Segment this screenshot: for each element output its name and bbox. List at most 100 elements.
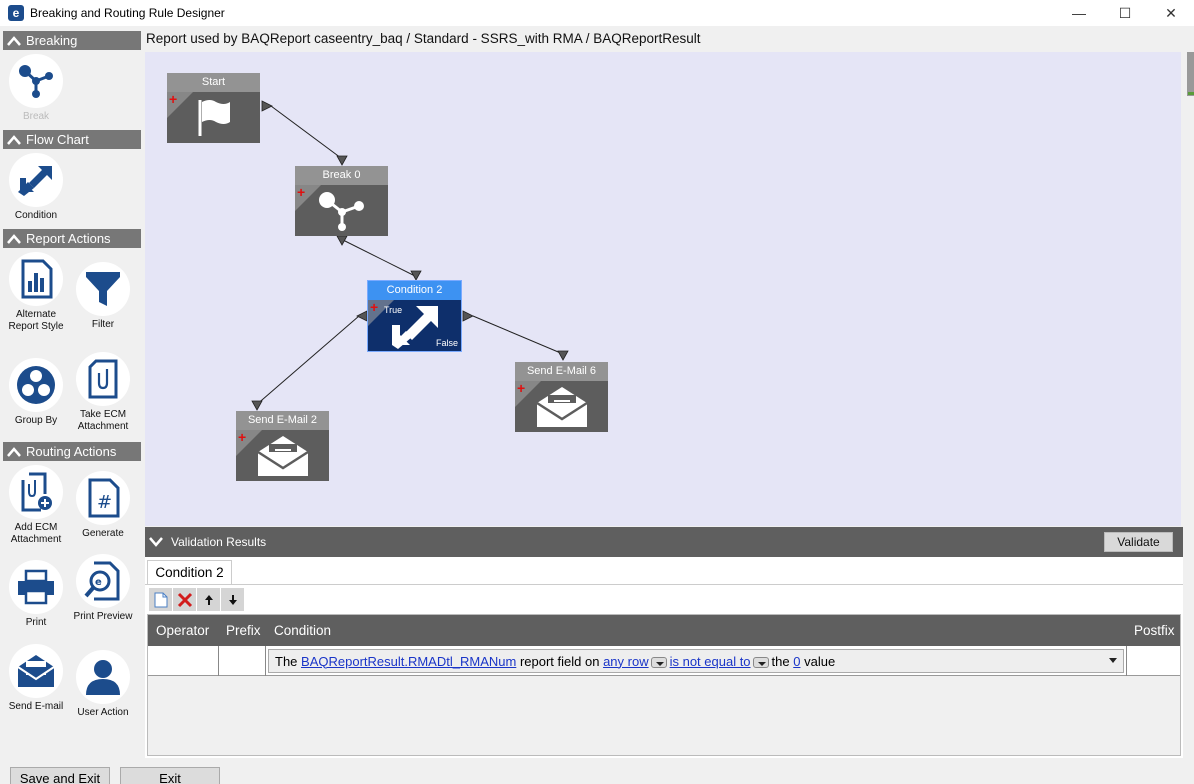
validate-button[interactable]: Validate xyxy=(1104,532,1173,552)
chevron-down-icon[interactable] xyxy=(1109,658,1117,663)
canvas-scroll-thumb[interactable] xyxy=(1187,52,1194,96)
condition-icon xyxy=(391,305,438,349)
toolbox-panel: Breaking Break Flow Chart Condition Repo… xyxy=(0,28,144,758)
envelope-icon xyxy=(17,655,55,687)
condition-grid: Operator Prefix Condition Postfix The BA… xyxy=(147,614,1181,756)
generate-hash-icon: # xyxy=(88,478,120,518)
maximize-button[interactable]: ☐ xyxy=(1118,4,1132,21)
true-branch-label: True xyxy=(384,305,403,315)
minimize-button[interactable]: — xyxy=(1072,5,1086,21)
node-send-email-6[interactable]: Send E-Mail 6 + xyxy=(515,362,608,432)
window-title: Breaking and Routing Rule Designer xyxy=(30,6,225,20)
tool-filter-label: Filter xyxy=(91,319,115,330)
tool-print-preview-label: Print Preview xyxy=(73,611,133,622)
add-icon[interactable]: + xyxy=(517,380,526,396)
validation-results-title: Validation Results xyxy=(171,535,267,549)
tool-condition-label: Condition xyxy=(14,210,58,221)
title-bar: e Breaking and Routing Rule Designer — ☐… xyxy=(0,0,1194,26)
tool-alternate-report-style[interactable]: Alternate Report Style xyxy=(3,252,69,333)
break-icon xyxy=(318,191,364,231)
value-link[interactable]: 0 xyxy=(793,653,801,669)
chevron-up-icon xyxy=(6,31,22,50)
save-and-exit-button[interactable]: Save and Exit xyxy=(10,767,110,784)
report-header: Report used by BAQReport caseentry_baq /… xyxy=(146,31,701,46)
move-up-button[interactable] xyxy=(197,588,220,611)
filter-icon xyxy=(86,272,120,306)
tool-group-by[interactable]: Group By xyxy=(3,358,69,427)
print-preview-icon: e xyxy=(84,561,120,601)
tool-print-preview[interactable]: e Print Preview xyxy=(70,554,136,623)
report-chart-icon xyxy=(21,259,53,299)
column-postfix[interactable]: Postfix xyxy=(1134,623,1175,638)
tool-take-ecm-attachment[interactable]: Take ECM Attachment xyxy=(70,352,136,433)
section-routing-actions[interactable]: Routing Actions xyxy=(3,442,141,461)
tool-generate-label: Generate xyxy=(82,528,124,539)
section-breaking[interactable]: Breaking xyxy=(3,31,141,50)
condition-expression-field[interactable]: The BAQReportResult.RMADtl_RMANum report… xyxy=(268,649,1124,673)
table-row[interactable]: The BAQReportResult.RMADtl_RMANum report… xyxy=(148,646,1180,676)
scroll-indicator xyxy=(1188,92,1194,95)
new-document-icon xyxy=(154,592,167,607)
node-break-0[interactable]: Break 0 + xyxy=(295,166,388,236)
flag-icon xyxy=(198,99,230,136)
add-attachment-icon xyxy=(21,472,52,512)
envelope-icon xyxy=(535,386,588,427)
field-link[interactable]: BAQReportResult.RMADtl_RMANum xyxy=(301,653,517,669)
node-start[interactable]: Start + xyxy=(167,73,260,143)
tool-send-email[interactable]: Send E-mail xyxy=(3,644,69,713)
tool-condition[interactable]: Condition xyxy=(3,153,69,222)
add-icon[interactable]: + xyxy=(169,91,178,107)
delete-x-icon xyxy=(177,592,192,607)
add-icon[interactable]: + xyxy=(238,429,247,445)
canvas-scrollbar[interactable] xyxy=(1183,52,1194,526)
tool-alternate-report-style-label: Alternate Report Style xyxy=(8,309,64,332)
tool-filter[interactable]: Filter xyxy=(70,262,136,331)
tool-group-by-label: Group By xyxy=(14,415,58,426)
group-by-icon xyxy=(17,366,55,404)
break-icon xyxy=(19,65,53,98)
node-condition-2[interactable]: Condition 2 + True False xyxy=(367,280,462,352)
tool-add-ecm-attachment[interactable]: Add ECM Attachment xyxy=(3,465,69,546)
tool-add-ecm-attachment-label: Add ECM Attachment xyxy=(10,522,62,545)
new-row-button[interactable] xyxy=(149,588,172,611)
arrow-up-icon xyxy=(204,594,213,605)
tool-user-action-label: User Action xyxy=(77,707,129,718)
envelope-icon xyxy=(256,435,309,476)
tool-break-label: Break xyxy=(22,111,50,122)
column-prefix[interactable]: Prefix xyxy=(226,623,261,638)
row-scope-dropdown[interactable] xyxy=(650,656,667,668)
section-report-actions[interactable]: Report Actions xyxy=(3,229,141,248)
attachment-doc-icon xyxy=(88,359,118,399)
row-scope-link[interactable]: any row xyxy=(603,653,649,669)
operator-link[interactable]: is not equal to xyxy=(669,653,751,669)
move-down-button[interactable] xyxy=(221,588,244,611)
section-flow-chart[interactable]: Flow Chart xyxy=(3,130,141,149)
chevron-down-icon xyxy=(149,537,165,547)
chevron-up-icon xyxy=(6,130,22,149)
tab-condition-2[interactable]: Condition 2 xyxy=(147,560,232,584)
false-branch-label: False xyxy=(435,338,458,348)
exit-button[interactable]: Exit xyxy=(120,767,220,784)
condition-toolbar xyxy=(149,588,244,611)
node-send-email-2[interactable]: Send E-Mail 2 + xyxy=(236,411,329,481)
add-icon[interactable]: + xyxy=(297,184,306,200)
svg-text:#: # xyxy=(97,492,112,513)
validation-results-bar[interactable]: Validation Results Validate xyxy=(145,527,1183,557)
column-operator[interactable]: Operator xyxy=(156,623,210,638)
node-start-title: Start xyxy=(167,73,260,92)
node-condition-2-title: Condition 2 xyxy=(368,281,461,300)
column-condition[interactable]: Condition xyxy=(274,623,332,638)
add-icon[interactable]: + xyxy=(370,299,379,315)
printer-icon xyxy=(18,569,54,605)
grid-header: Operator Prefix Condition Postfix xyxy=(148,615,1180,646)
tool-user-action[interactable]: User Action xyxy=(70,650,136,719)
operator-dropdown[interactable] xyxy=(752,656,769,668)
node-send-email-2-title: Send E-Mail 2 xyxy=(236,411,329,430)
tool-print[interactable]: Print xyxy=(3,560,69,629)
tool-send-email-label: Send E-mail xyxy=(8,701,64,712)
delete-row-button[interactable] xyxy=(173,588,196,611)
user-icon xyxy=(86,660,120,695)
tool-break[interactable]: Break xyxy=(3,54,69,123)
close-button[interactable]: ✕ xyxy=(1165,4,1177,21)
tool-generate[interactable]: # Generate xyxy=(70,471,136,540)
